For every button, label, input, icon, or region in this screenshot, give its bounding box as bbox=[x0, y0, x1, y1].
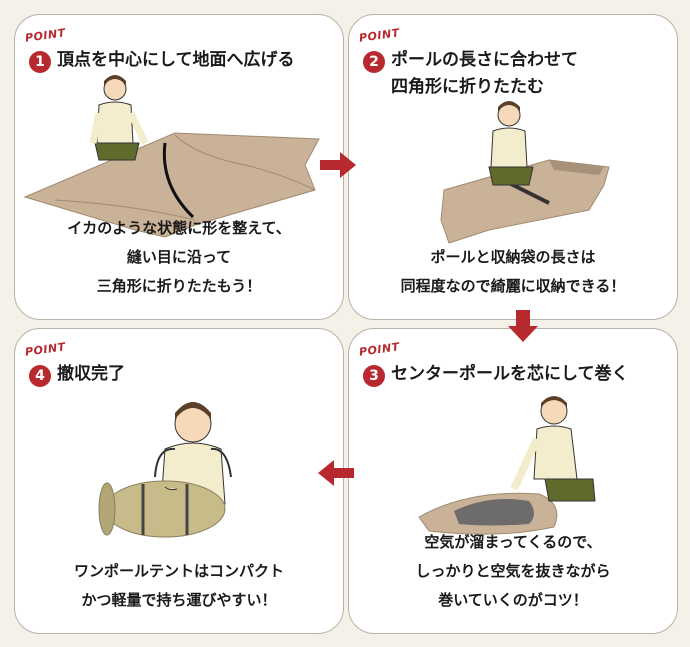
step-title-line: 四角形に折りたたむ bbox=[391, 77, 544, 97]
step-title: 撤収完了 bbox=[57, 361, 335, 388]
step-caption: 空気が溜まってくるので、 しっかりと空気を抜きながら 巻いていくのがコツ！ bbox=[349, 528, 677, 615]
step-number: 2 bbox=[363, 51, 385, 73]
step-caption-line: 巻いていくのがコツ！ bbox=[438, 591, 588, 609]
step-title-line: 頂点を中心にして地面へ広げる bbox=[57, 50, 295, 70]
step-number: 4 bbox=[29, 365, 51, 387]
step-card-3: POINT 3 センターポールを芯にして巻く 空気が溜まってくるので、 しっかり… bbox=[348, 328, 678, 634]
step-card-1: POINT 1 頂点を中心にして地面へ広げる イカのような状態に形を整えて、 縫… bbox=[14, 14, 344, 320]
step-title-line: 撤収完了 bbox=[57, 364, 125, 384]
carry-bag-illustration bbox=[98, 402, 232, 538]
step-caption-line: 空気が溜まってくるので、 bbox=[424, 533, 602, 551]
step-caption: ポールと収納袋の長さは 同程度なので綺麗に収納できる！ bbox=[349, 243, 677, 301]
arrow-down-icon bbox=[508, 310, 538, 342]
tent-fold-illustration bbox=[440, 101, 610, 244]
step-caption-line: かつ軽量で持ち運びやすい！ bbox=[81, 591, 277, 609]
step-number: 1 bbox=[29, 51, 51, 73]
step-title: 頂点を中心にして地面へ広げる bbox=[57, 47, 335, 74]
arrow-left-icon bbox=[318, 460, 354, 486]
step-caption: ワンポールテントはコンパクト かつ軽量で持ち運びやすい！ bbox=[15, 557, 343, 615]
step-caption-line: 同程度なので綺麗に収納できる！ bbox=[400, 277, 626, 295]
step-caption-line: ワンポールテントはコンパクト bbox=[73, 562, 284, 580]
step-title-line: センターポールを芯にして巻く bbox=[391, 364, 629, 384]
step-title: ポールの長さに合わせて 四角形に折りたたむ bbox=[391, 47, 669, 101]
step-caption-line: しっかりと空気を抜きながら bbox=[415, 562, 611, 580]
step-card-4: POINT 4 撤収完了 ワンポールテントはコンパクト かつ軽量で持ち運びやすい… bbox=[14, 328, 344, 634]
tent-roll-illustration bbox=[418, 396, 596, 535]
step-caption-line: イカのような状態に形を整えて、 bbox=[67, 219, 291, 237]
step-caption: イカのような状態に形を整えて、 縫い目に沿って 三角形に折りたたもう！ bbox=[15, 214, 343, 301]
tent-spread-illustration bbox=[23, 75, 320, 238]
step-card-2: POINT 2 ポールの長さに合わせて 四角形に折りたたむ ポールと収納袋の長さ… bbox=[348, 14, 678, 320]
step-title-line: ポールの長さに合わせて bbox=[391, 50, 578, 70]
step-caption-line: 縫い目に沿って bbox=[126, 248, 232, 266]
arrow-right-icon bbox=[320, 152, 356, 178]
step-caption-line: 三角形に折りたたもう！ bbox=[96, 277, 262, 295]
step-caption-line: ポールと収納袋の長さは bbox=[430, 248, 596, 266]
step-number: 3 bbox=[363, 365, 385, 387]
step-title: センターポールを芯にして巻く bbox=[391, 361, 669, 388]
